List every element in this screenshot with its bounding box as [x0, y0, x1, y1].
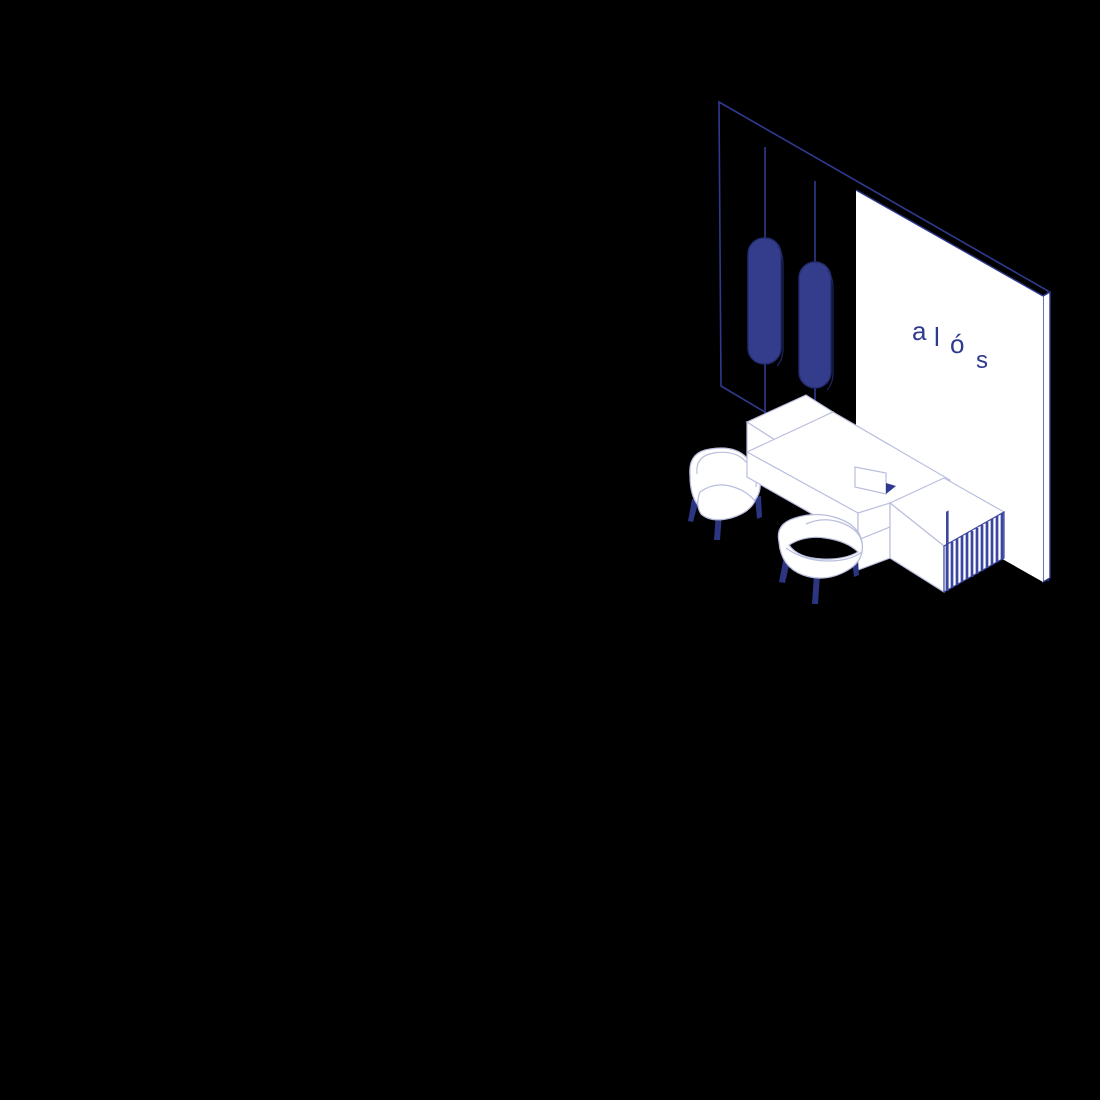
reception-desk [745, 394, 1006, 594]
chair-front-lip [785, 547, 863, 562]
monitor-stand-accent [886, 483, 896, 494]
pendant-lamp-left-highlight [776, 245, 784, 367]
brand-letter-o-acute: ó [950, 329, 965, 359]
brand-sign-text: a l ó s [912, 316, 989, 374]
lounge-chair-front [777, 513, 864, 604]
pendant-lamp-left-body [747, 237, 782, 365]
chair-front-backrest-rim [805, 519, 863, 544]
brand-letter-s: s [976, 347, 989, 374]
chair-left-seat [697, 484, 756, 521]
chair-left-leg-back [688, 499, 699, 522]
brand-letter-a: a [912, 316, 927, 346]
pendant-lamps-group [747, 147, 834, 444]
lounge-chair-left [688, 447, 762, 540]
brand-letter-l: l [934, 322, 940, 352]
back-wall-outline [718, 100, 1049, 582]
chair-front-seat-opening [788, 536, 859, 560]
desk-vertical-stripes [945, 513, 1004, 591]
desk-monitor [854, 466, 896, 495]
sign-panel-edge [1042, 290, 1051, 584]
sign-panel-top-edge [855, 189, 1044, 297]
chair-front-leg-center [812, 574, 820, 604]
desk-right-cabinet-striped-face [943, 510, 1005, 594]
pendant-lamp-right-body [798, 261, 832, 389]
chair-left-leg-right [755, 496, 762, 519]
back-wall-group [718, 100, 1049, 582]
pendant-lamp-right-highlight [826, 269, 834, 391]
